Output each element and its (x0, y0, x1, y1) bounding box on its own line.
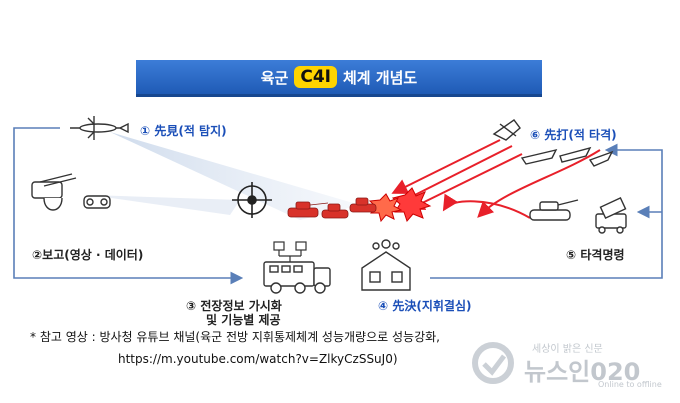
banner-prefix: 육군 (260, 68, 289, 87)
step-2-label: ②보고(영상 · 데이터) (32, 248, 144, 262)
title-banner: 육군 C4I 체계 개념도 (136, 60, 542, 97)
step-3-label: ③ 전장정보 가시화 (186, 299, 282, 313)
sensor-beam (110, 132, 360, 220)
banner-suffix: 체계 개념도 (343, 68, 418, 87)
watermark-brand: 뉴스인020 (524, 358, 641, 386)
fighter-jet-icons (492, 119, 614, 167)
uav-icon (70, 116, 129, 140)
watermark-logo-icon (472, 342, 514, 384)
reference-note-line1: * 참고 영상 : 방사청 유튜브 채널(육군 전방 지휘통제체계 성능개량으로… (30, 330, 440, 344)
step-4-label: ④ 先決(지휘결심) (378, 299, 472, 313)
command-tent-icon (361, 239, 411, 291)
step-6-label: ⑥ 先打(적 타격) (530, 128, 617, 142)
c4i-logo: C4I (294, 66, 337, 88)
step-5-label: ⑤ 타격명령 (566, 248, 625, 262)
network-icon (273, 241, 307, 262)
strike-arrows (391, 139, 601, 219)
step-3-label-line2: 및 기능별 제공 (206, 313, 281, 327)
watermark-tagline-ko: 세상이 밝은 신문 (532, 344, 603, 355)
command-vehicle-icon (263, 261, 331, 294)
target-reticle-icon (232, 182, 272, 218)
sensor-station-icon (31, 173, 111, 211)
loop-arrows (13, 127, 663, 285)
enemy-tank-icons (287, 197, 377, 219)
watermark-tagline-en: Online to offline (598, 380, 662, 389)
reference-url[interactable]: https://m.youtube.com/watch?v=ZlkyCzSSuJ… (118, 352, 398, 366)
sensor-beam-2 (90, 195, 240, 215)
step-1-label: ① 先見(적 탐지) (140, 124, 227, 138)
watermark: 세상이 밝은 신문 뉴스인020 Online to offline (470, 332, 670, 392)
friendly-artillery-icon (529, 196, 627, 234)
reference-note: * 참고 영상 : 방사청 유튜브 채널(육군 전방 지휘통제체계 성능개량으로… (30, 326, 440, 370)
